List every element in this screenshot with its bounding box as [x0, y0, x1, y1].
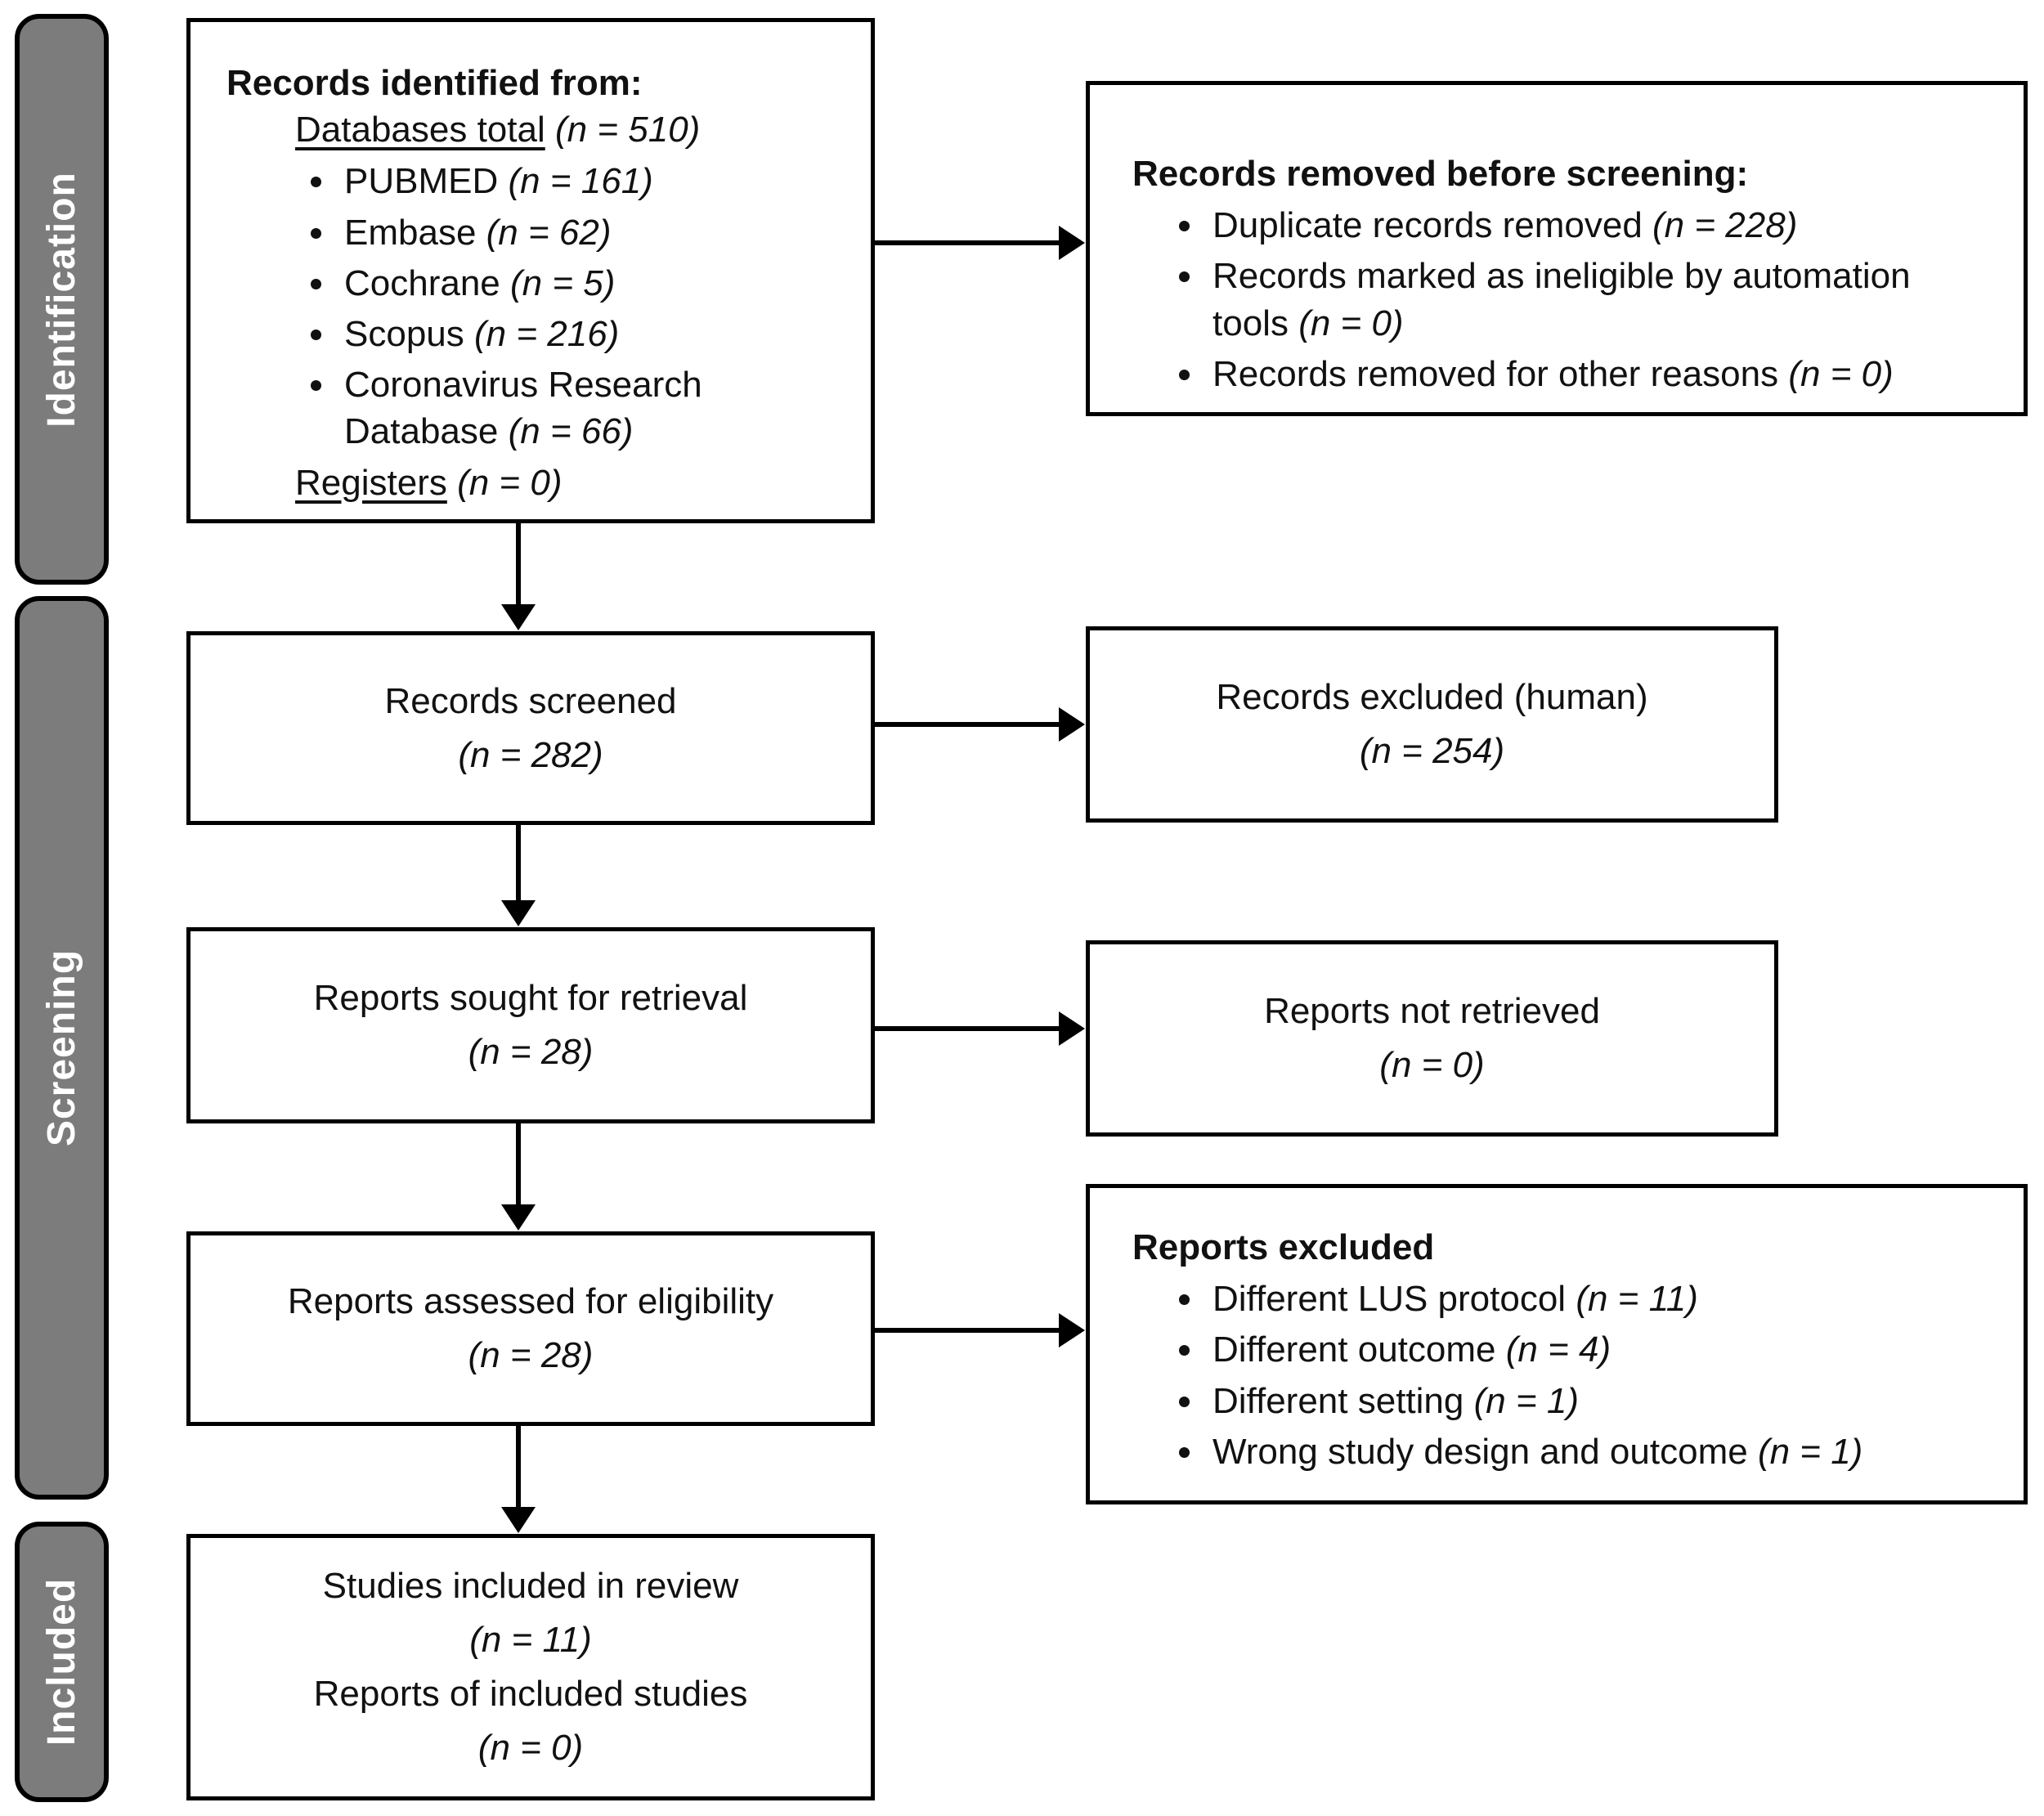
records-identified-title: Records identified from: — [226, 63, 643, 103]
registers-n: (n = 0) — [457, 462, 563, 503]
records-excluded-text: Records excluded (human) (n = 254) — [1216, 670, 1647, 778]
item-n: (n = 0) — [1788, 353, 1894, 394]
box-studies-included: Studies included in review (n = 11) Repo… — [186, 1534, 875, 1800]
item-label: Embase — [344, 212, 477, 253]
item-label: Different setting — [1213, 1380, 1464, 1421]
item-label: Duplicate records removed — [1213, 205, 1643, 246]
list-item-cochrane: Cochrane (n = 5) — [338, 260, 846, 307]
registers-line: Registers (n = 0) — [295, 460, 846, 506]
down-arrow-icon — [516, 523, 521, 605]
box-label-line2: Reports of included studies — [313, 1674, 748, 1714]
n-value: (n = 28) — [468, 1032, 594, 1072]
box-records-excluded-human: Records excluded (human) (n = 254) — [1086, 626, 1778, 823]
item-label: PUBMED — [344, 161, 499, 202]
n-value: (n = 282) — [458, 734, 603, 775]
list-item-coronavirus-db: Coronavirus Research Database (n = 66) — [338, 361, 846, 455]
reports-sought-text: Reports sought for retrieval (n = 28) — [314, 971, 748, 1079]
stage-screening: Screening — [15, 596, 109, 1500]
n-value: (n = 28) — [468, 1335, 594, 1375]
reports-excluded-title: Reports excluded — [1132, 1227, 1435, 1267]
list-item-scopus: Scopus (n = 216) — [338, 311, 846, 357]
records-screened-text: Records screened (n = 282) — [384, 675, 676, 782]
list-item-different-outcome: Different outcome (n = 4) — [1206, 1326, 1994, 1373]
right-arrow-icon — [875, 722, 1060, 727]
item-n: (n = 0) — [1298, 303, 1404, 343]
databases-total-n: (n = 510) — [554, 110, 701, 150]
box-label: Reports assessed for eligibility — [287, 1281, 774, 1321]
box-label-line1: Studies included in review — [322, 1566, 739, 1606]
databases-total-line: Databases total (n = 510) — [295, 106, 846, 153]
item-n: (n = 216) — [474, 313, 620, 354]
n-value-line1: (n = 11) — [469, 1620, 592, 1660]
stage-included: Included — [15, 1522, 109, 1802]
item-n: (n = 62) — [486, 212, 612, 253]
down-arrow-icon — [516, 825, 521, 901]
item-n: (n = 4) — [1505, 1329, 1611, 1370]
n-value-line2: (n = 0) — [477, 1728, 584, 1768]
right-arrow-icon — [875, 1026, 1060, 1031]
box-label: Records excluded (human) — [1216, 677, 1648, 717]
box-records-identified: Records identified from: Databases total… — [186, 18, 875, 523]
list-item-duplicates: Duplicate records removed (n = 228) — [1206, 202, 1994, 249]
list-item-pubmed: PUBMED (n = 161) — [338, 158, 846, 204]
list-item-different-setting: Different setting (n = 1) — [1206, 1378, 1994, 1424]
box-label: Records screened — [384, 680, 677, 721]
item-n: (n = 1) — [1473, 1380, 1579, 1421]
list-item-lus-protocol: Different LUS protocol (n = 11) — [1206, 1276, 1994, 1322]
box-reports-sought: Reports sought for retrieval (n = 28) — [186, 927, 875, 1123]
item-label: Scopus — [344, 313, 464, 354]
right-arrow-icon — [875, 1328, 1060, 1333]
n-value: (n = 0) — [1379, 1045, 1485, 1085]
item-label: Wrong study design and outcome — [1213, 1431, 1748, 1472]
item-label: Records marked as ineligible by automati… — [1213, 256, 1911, 343]
list-item-automation: Records marked as ineligible by automati… — [1206, 253, 1994, 346]
studies-included-text: Studies included in review (n = 11) Repo… — [314, 1559, 748, 1775]
item-label: Coronavirus Research Database — [344, 365, 702, 452]
item-n: (n = 1) — [1757, 1431, 1863, 1472]
stage-identification-label: Identification — [40, 171, 84, 428]
box-reports-not-retrieved: Reports not retrieved (n = 0) — [1086, 940, 1778, 1137]
item-n: (n = 11) — [1576, 1279, 1698, 1320]
item-label: Cochrane — [344, 262, 500, 303]
records-identified-body: Databases total (n = 510) PUBMED (n = 16… — [295, 106, 846, 506]
list-item-other-reasons: Records removed for other reasons (n = 0… — [1206, 351, 1994, 397]
reports-not-retrieved-text: Reports not retrieved (n = 0) — [1264, 984, 1600, 1092]
item-label: Records removed for other reasons — [1213, 353, 1779, 394]
stage-included-label: Included — [40, 1577, 83, 1746]
records-removed-title: Records removed before screening: — [1132, 154, 1749, 194]
n-value: (n = 254) — [1359, 731, 1505, 771]
box-reports-assessed: Reports assessed for eligibility (n = 28… — [186, 1231, 875, 1426]
stage-screening-label: Screening — [40, 948, 84, 1147]
down-arrow-icon — [516, 1426, 521, 1508]
box-records-removed: Records removed before screening: Duplic… — [1086, 81, 2028, 416]
right-arrow-icon — [875, 240, 1060, 245]
database-list: PUBMED (n = 161) Embase (n = 62) Cochran… — [295, 158, 846, 455]
item-n: (n = 5) — [510, 262, 616, 303]
stage-identification: Identification — [15, 14, 109, 585]
reports-excluded-list: Different LUS protocol (n = 11) Differen… — [1132, 1276, 1994, 1475]
box-records-screened: Records screened (n = 282) — [186, 631, 875, 825]
box-label: Reports not retrieved — [1264, 991, 1600, 1031]
databases-total-label: Databases total — [295, 110, 545, 150]
list-item-wrong-design: Wrong study design and outcome (n = 1) — [1206, 1428, 1994, 1475]
item-label: Different LUS protocol — [1213, 1279, 1567, 1320]
records-removed-list: Duplicate records removed (n = 228) Reco… — [1132, 202, 1994, 397]
item-label: Different outcome — [1213, 1329, 1496, 1370]
list-item-embase: Embase (n = 62) — [338, 209, 846, 256]
down-arrow-icon — [516, 1123, 521, 1205]
item-n: (n = 161) — [508, 161, 653, 202]
reports-assessed-text: Reports assessed for eligibility (n = 28… — [288, 1275, 773, 1383]
box-label: Reports sought for retrieval — [313, 978, 748, 1018]
item-n: (n = 66) — [508, 411, 634, 452]
box-reports-excluded: Reports excluded Different LUS protocol … — [1086, 1184, 2028, 1504]
item-n: (n = 228) — [1652, 205, 1798, 246]
registers-label: Registers — [295, 462, 447, 503]
